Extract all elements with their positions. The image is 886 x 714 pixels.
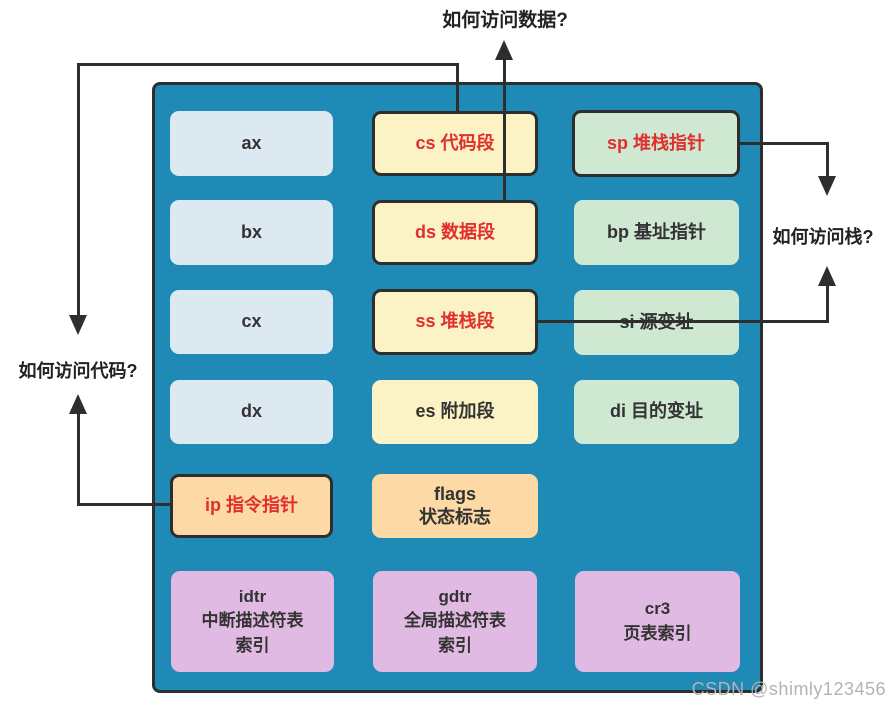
- register-box-ip: ip 指令指针: [170, 474, 333, 538]
- register-label-ds: ds 数据段: [414, 221, 495, 242]
- register-label-es: es 附加段: [415, 401, 495, 422]
- connector-ip-horizontal: [77, 503, 170, 506]
- connector-ss-horizontal: [538, 320, 829, 323]
- arrowhead-up-ip-icon: [69, 394, 87, 414]
- arrowhead-down-stack-icon: [818, 176, 836, 196]
- register-box-sp: sp 堆栈指针: [572, 110, 740, 177]
- register-box-gdtr: gdtr 全局描述符表 索引: [373, 571, 537, 672]
- register-box-di: di 目的变址: [574, 380, 739, 444]
- register-box-flags: flags 状态标志: [372, 474, 538, 538]
- register-label-flags-line2: 状态标志: [419, 507, 491, 527]
- question-how-to-access-stack: 如何访问栈?: [772, 227, 874, 247]
- connector-code-top-horizontal: [77, 63, 459, 66]
- register-box-ds: ds 数据段: [372, 200, 538, 265]
- register-box-bx: bx: [170, 200, 333, 265]
- register-label-idtr-line3: 索引: [235, 635, 270, 655]
- register-box-ax: ax: [170, 111, 333, 176]
- register-label-bp: bp 基址指针: [607, 221, 706, 242]
- register-box-bp: bp 基址指针: [574, 200, 739, 265]
- register-label-idtr-line1: idtr: [238, 586, 267, 606]
- register-label-dx: dx: [240, 401, 262, 422]
- connector-data-vertical: [503, 58, 506, 200]
- question-how-to-access-data: 如何访问数据?: [442, 10, 568, 31]
- register-box-cx: cx: [170, 290, 333, 354]
- register-box-ss: ss 堆栈段: [372, 289, 538, 355]
- connector-sp-horizontal: [740, 142, 829, 145]
- register-label-cx: cx: [241, 311, 262, 332]
- register-label-ip: ip 指令指针: [205, 495, 298, 516]
- register-label-cr3-line2: 页表索引: [623, 623, 692, 643]
- register-label-gdtr-line1: gdtr: [438, 586, 472, 606]
- register-box-cs: cs 代码段: [372, 111, 538, 176]
- connector-ss-vertical: [826, 286, 829, 323]
- register-label-cs: cs 代码段: [415, 132, 495, 153]
- question-how-to-access-code: 如何访问代码?: [18, 361, 138, 381]
- register-box-cr3: cr3 页表索引: [575, 571, 740, 672]
- register-label-sp: sp 堆栈指针: [606, 132, 705, 153]
- register-label-bx: bx: [240, 221, 262, 242]
- register-label-ax: ax: [241, 132, 262, 153]
- connector-ip-vertical: [77, 413, 80, 506]
- arrowhead-up-data-icon: [495, 40, 513, 60]
- register-label-flags-line1: flags: [433, 483, 476, 504]
- register-box-idtr: idtr 中断描述符表 索引: [171, 571, 334, 672]
- arrowhead-up-stack-icon: [818, 266, 836, 286]
- register-label-cr3-line1: cr3: [644, 598, 671, 618]
- connector-code-cs-drop: [456, 63, 459, 113]
- register-box-es: es 附加段: [372, 380, 538, 444]
- connector-code-left-vertical: [77, 63, 80, 317]
- register-label-idtr-line2: 中断描述符表: [201, 611, 304, 631]
- register-label-gdtr-line3: 索引: [438, 635, 472, 655]
- register-label-gdtr-line2: 全局描述符表: [404, 611, 506, 631]
- connector-sp-vertical: [826, 142, 829, 178]
- watermark: CSDN @shimly123456: [691, 679, 886, 699]
- arrowhead-down-code-icon: [69, 315, 87, 335]
- register-label-di: di 目的变址: [610, 401, 703, 422]
- register-label-ss: ss 堆栈段: [415, 311, 495, 332]
- register-box-dx: dx: [170, 380, 333, 444]
